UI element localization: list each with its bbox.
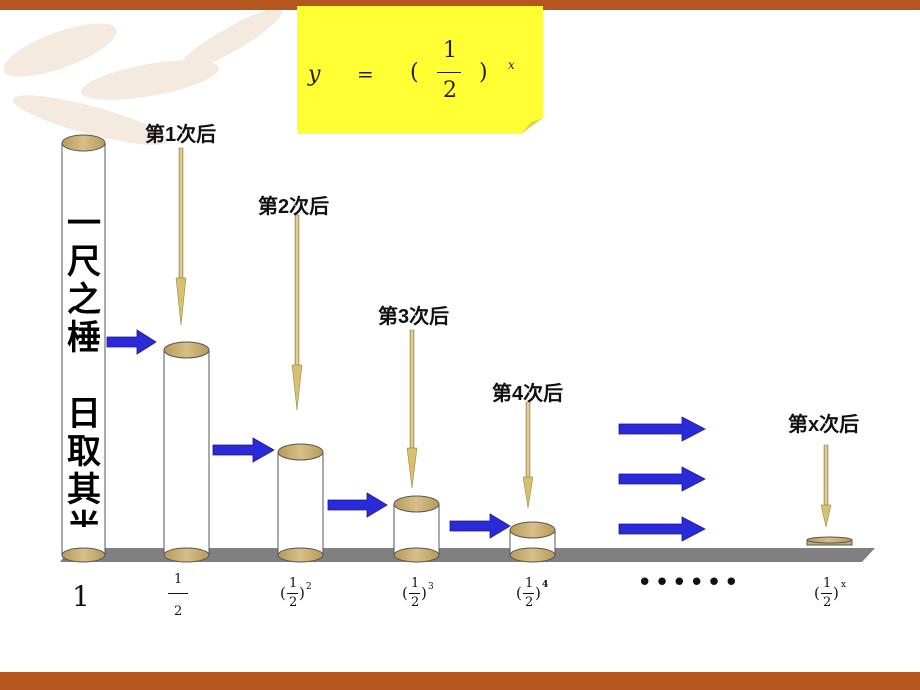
vertical-char-3: 之 xyxy=(67,280,101,320)
formula-box xyxy=(297,6,543,134)
pointer-arrow-3 xyxy=(406,329,418,489)
cylinder-3 xyxy=(277,443,324,563)
pointer-arrow-1 xyxy=(175,147,187,326)
right-arrow-2 xyxy=(212,437,275,463)
pointer-arrow-2 xyxy=(291,214,303,411)
label-half-num: 1 xyxy=(174,572,183,587)
right-arrow-6 xyxy=(618,466,706,492)
label-one: 1 xyxy=(72,580,90,613)
vertical-char-7: 其 xyxy=(67,470,101,510)
vertical-char-2: 尺 xyxy=(67,242,101,282)
cylinder-5 xyxy=(509,521,556,563)
cylinder-x xyxy=(806,536,853,546)
formula-numerator: 1 xyxy=(443,38,457,63)
step-label-1: 第1次后 xyxy=(145,124,217,146)
step-label-3: 第3次后 xyxy=(378,306,450,328)
step-label-x: 第x次后 xyxy=(788,414,860,436)
label-half-bar xyxy=(168,593,188,594)
formula-y: y xyxy=(308,62,321,87)
ellipsis-dots: •••••• xyxy=(637,568,742,598)
cylinder-2 xyxy=(163,341,210,563)
right-arrow-7 xyxy=(618,516,706,542)
right-arrow-5 xyxy=(618,416,706,442)
right-arrow-1 xyxy=(106,329,157,355)
background-decoration xyxy=(3,10,283,145)
top-accent-bar xyxy=(0,0,920,10)
step-label-2: 第2次后 xyxy=(258,196,330,218)
vertical-char-5: 日 xyxy=(67,394,101,434)
formula-fraction-bar xyxy=(437,72,461,73)
vertical-char-1: 一 xyxy=(67,204,101,244)
vertical-char-4: 棰 xyxy=(67,318,101,358)
cylinder-1 xyxy=(61,134,106,563)
vertical-caption: 一 尺 之 棰 日 取 其 半 xyxy=(62,205,106,527)
right-arrow-3 xyxy=(327,492,388,518)
floor-shelf xyxy=(60,548,875,562)
vertical-char-6: 取 xyxy=(67,432,101,472)
pointer-arrow-4 xyxy=(522,401,534,509)
vertical-gap xyxy=(62,357,106,395)
page-curl-icon xyxy=(521,118,543,134)
label-half-den: 2 xyxy=(174,604,183,619)
vertical-char-8: 半 xyxy=(62,509,106,527)
step-label-4: 第4次后 xyxy=(492,383,564,405)
formula-exponent: x xyxy=(508,58,515,72)
formula-equals: = xyxy=(357,62,374,86)
formula-rparen: ) xyxy=(479,60,488,85)
bottom-accent-bar xyxy=(0,672,920,690)
pointer-arrow-x xyxy=(820,444,832,528)
formula-lparen: ( xyxy=(410,60,419,85)
right-arrow-4 xyxy=(449,513,511,539)
formula-denominator: 2 xyxy=(443,78,457,103)
cylinder-4 xyxy=(393,495,440,563)
